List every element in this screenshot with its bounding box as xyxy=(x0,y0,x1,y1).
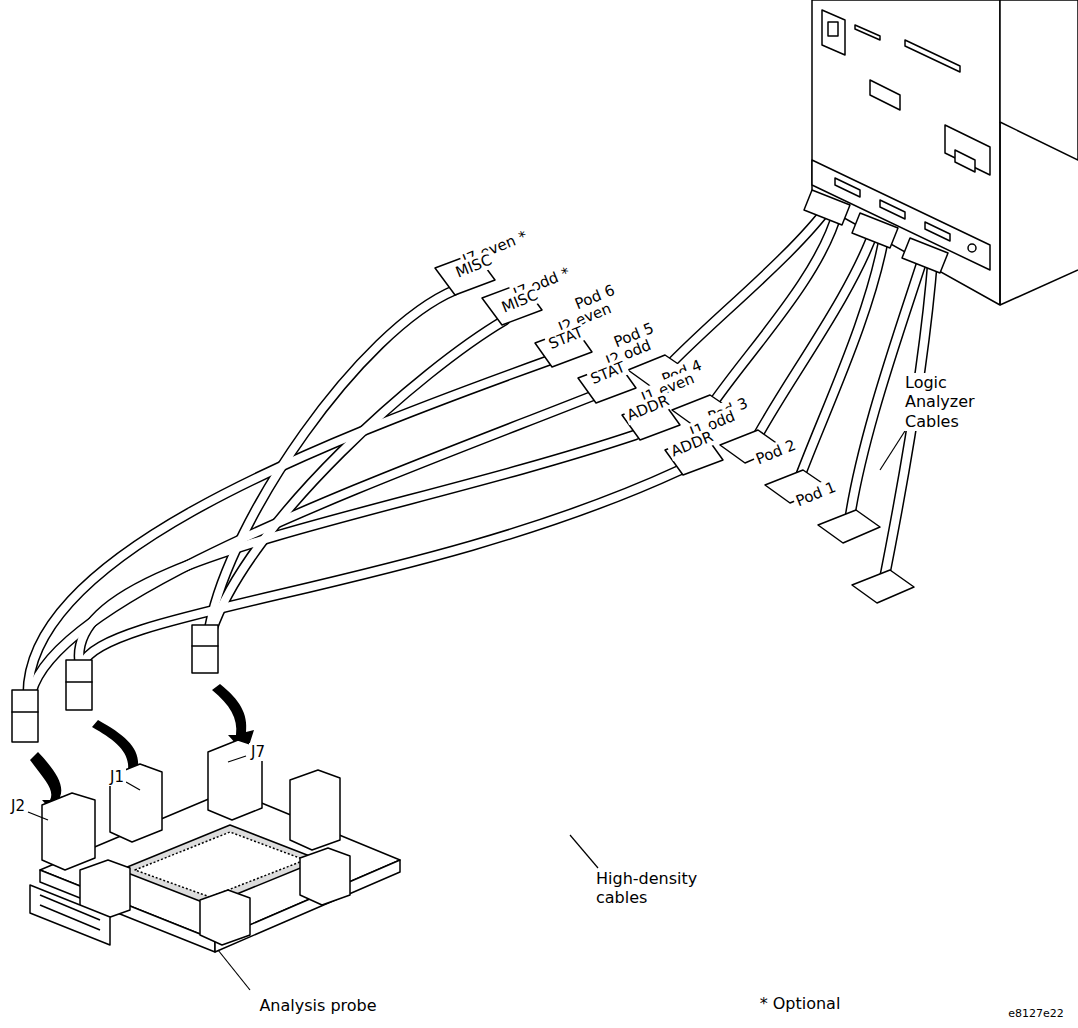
label-text: J7 xyxy=(249,743,267,761)
analysis-probe xyxy=(30,740,400,952)
label-text: Logic Analyzer Cables xyxy=(903,373,997,431)
label-text: * Optional xyxy=(758,994,843,1013)
label-text: High-density cables xyxy=(594,869,738,907)
label-text: e8127e22 xyxy=(1006,1007,1066,1020)
label-text: Analysis probe xyxy=(257,996,378,1015)
leader-lines xyxy=(28,420,912,990)
label-text: J1 xyxy=(108,768,126,786)
label-text: J2 xyxy=(9,797,27,815)
logic-analyzer xyxy=(812,0,1078,305)
high-density-cables xyxy=(12,253,723,742)
